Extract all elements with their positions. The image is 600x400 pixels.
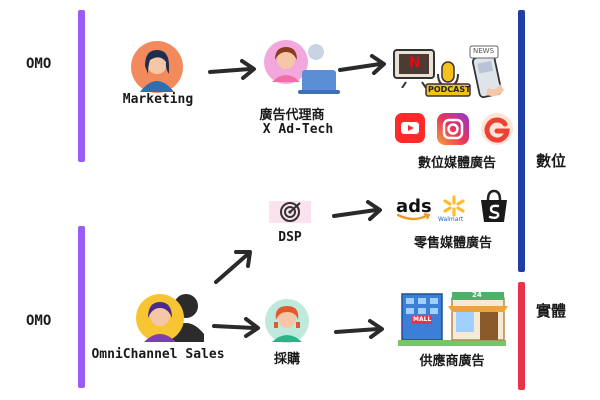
left-bar-top xyxy=(78,10,85,162)
omnichannel-caption: OmniChannel Sales xyxy=(91,347,225,362)
agency-caption-line1: 廣告代理商 xyxy=(259,108,325,123)
amazon-ads-logo: ads xyxy=(396,196,432,223)
supplier-ads-caption: 供應商廣告 xyxy=(419,354,485,369)
arrow-procurement-supplier xyxy=(334,318,388,340)
google-icon xyxy=(480,112,514,146)
shopee-bag-icon xyxy=(476,188,512,226)
retail-media-caption: 零售媒體廣告 xyxy=(413,236,492,251)
physical-bar xyxy=(518,282,525,390)
netflix-tv-icon: N xyxy=(392,48,436,88)
walmart-text: Walmart xyxy=(438,216,464,223)
arrow-agency-media xyxy=(338,54,390,78)
instagram-icon xyxy=(436,112,470,146)
digital-bar xyxy=(518,10,525,272)
dsp-target-icon xyxy=(268,198,312,226)
netflix-letter: N xyxy=(409,55,421,71)
news-text: NEWS xyxy=(473,47,495,55)
procurement-avatar xyxy=(264,298,310,344)
amazon-ads-text: ads xyxy=(396,196,432,217)
mall-sign: MALL xyxy=(413,316,432,323)
digital-media-caption: 數位媒體廣告 xyxy=(417,156,496,171)
marketing-caption: Marketing xyxy=(122,92,194,107)
news-phone-icon: NEWS xyxy=(466,44,506,104)
arrow-omni-procurement xyxy=(212,316,262,338)
omo-label-top: OMO xyxy=(26,56,52,72)
agency-caption-line2: X Ad-Tech xyxy=(262,122,334,137)
store-number-sign: 24 xyxy=(472,291,482,299)
procurement-caption: 採購 xyxy=(273,352,300,367)
youtube-icon xyxy=(394,112,426,144)
marketing-avatar xyxy=(130,40,184,94)
walmart-logo: Walmart xyxy=(438,194,468,223)
arrow-dsp-retail xyxy=(332,200,386,224)
omnichannel-avatar xyxy=(134,290,214,350)
dsp-caption: DSP xyxy=(278,230,302,245)
digital-label: 數位 xyxy=(536,152,567,170)
arrow-omni-dsp xyxy=(212,246,258,286)
supplier-stores-illustration: MALL 24 xyxy=(396,286,508,348)
physical-label: 實體 xyxy=(536,302,567,320)
left-bar-bottom xyxy=(78,226,85,388)
agency-avatar xyxy=(262,38,342,98)
podcast-text: PODCAST xyxy=(428,85,471,94)
omo-label-bottom: OMO xyxy=(26,313,52,329)
podcast-icon: PODCAST xyxy=(424,60,472,100)
arrow-marketing-agency xyxy=(208,58,260,82)
